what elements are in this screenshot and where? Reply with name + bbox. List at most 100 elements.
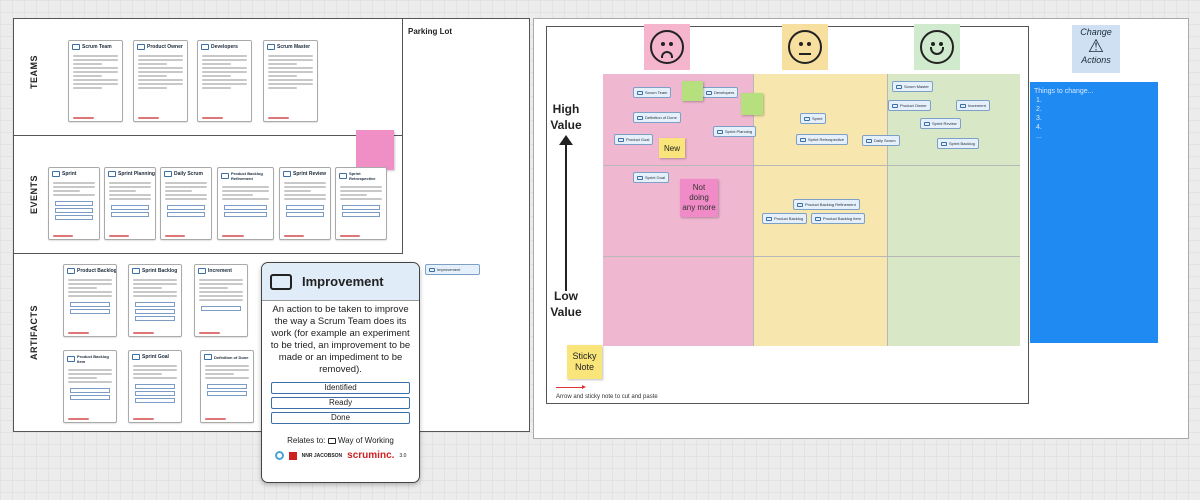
ivar-jacobson-logo: NNR JACOBSON [301,452,343,459]
parking-lot-title: Parking Lot [408,27,453,36]
tag-scrum-team[interactable]: Scrum Team [633,87,672,98]
low-value-label: Low Value [550,289,582,319]
improvement-card[interactable]: Improvement An action to be taken to imp… [261,262,420,483]
scruminc-logo: scruminc. [347,450,395,461]
tag-improvement-parking[interactable]: Improvement [425,264,480,275]
card-icon [637,115,643,120]
card-icon [201,44,209,50]
relates-to: Relates to: Way of Working [287,436,394,445]
matrix-gridline [603,165,1020,166]
tag-definition-of-done[interactable]: Definition of Done [633,112,681,123]
green-sticky-small[interactable] [741,93,763,115]
card-sprint[interactable]: Sprint [48,167,100,240]
card-version: 3.0 [399,452,407,459]
card-icon [717,129,723,134]
card-icon [204,354,212,360]
way-of-working-icon [327,437,336,444]
tag-product-owner[interactable]: Product Owner [888,100,931,111]
things-to-change-note[interactable]: Things to change... 1. 2. 3. 4. ... [1030,82,1158,343]
happy-face-icon [920,30,954,64]
arrow-up-icon [559,135,573,145]
card-scrum-team[interactable]: Scrum Team [68,40,123,122]
green-sticky-small[interactable] [682,81,703,101]
card-icon [267,44,275,50]
card-sprint-retrospective[interactable]: Sprint Retrospective [335,167,387,240]
tag-increment[interactable]: Increment [956,100,990,111]
card-product-backlog-item[interactable]: Product Backlog Item [63,350,117,423]
tag-sprint[interactable]: Sprint [800,113,827,124]
card-icon [52,171,60,177]
row-label-teams: TEAMS [29,55,39,89]
row-divider [13,135,403,136]
nj-logo-icon [288,451,297,460]
card-sprint-planning[interactable]: Sprint Planning [104,167,156,240]
high-value-label: High Value [550,102,582,132]
card-icon [132,268,140,274]
tag-sprint-review[interactable]: Sprint Review [920,118,961,129]
logo-row: NNR JACOBSON scruminc. 3.0 [262,450,419,461]
card-product-owner[interactable]: Product Owner [133,40,188,122]
state-ready[interactable]: Ready [271,397,410,409]
neutral-face-icon [788,30,822,64]
tag-daily-scrum[interactable]: Daily Scrum [862,135,900,146]
value-axis-line [565,143,567,291]
tag-sprint-retrospective[interactable]: Sprint Retrospective [796,134,849,145]
warning-icon: ⚠ [1087,36,1105,56]
matrix-gridline [887,74,888,346]
card-icon [339,173,347,179]
card-scrum-master[interactable]: Scrum Master [263,40,318,122]
card-icon [960,103,966,108]
sticky-new[interactable]: New [659,138,685,158]
card-icon [67,356,75,362]
card-icon [797,202,803,207]
card-icon [800,137,806,142]
improvement-icon [270,273,292,290]
card-product-backlog-refinement[interactable]: Product Backlog Refinement [217,167,274,240]
card-icon [804,116,810,121]
tag-product-goal[interactable]: Product Goal [614,134,654,145]
tag-sprint-planning[interactable]: Sprint Planning [713,126,757,137]
tag-sprint-goal[interactable]: Sprint Goal [633,172,670,183]
card-icon [67,268,75,274]
card-icon [283,171,291,177]
card-icon [618,137,624,142]
card-icon [198,268,206,274]
card-icon [137,44,145,50]
card-sprint-backlog[interactable]: Sprint Backlog [128,264,182,337]
zone-happy [887,74,1020,346]
tag-product-backlog[interactable]: Product Backlog [762,213,808,224]
card-sprint-review[interactable]: Sprint Review [279,167,331,240]
card-icon [766,216,772,221]
happy-face-note [914,24,960,70]
tag-product-backlog-item[interactable]: Product Backlog Item [811,213,866,224]
row-divider [13,253,403,254]
neutral-face-note [782,24,828,70]
state-identified[interactable]: Identified [271,382,410,394]
tag-developers[interactable]: Developers [702,87,739,98]
card-icon [896,84,902,89]
card-icon [164,171,172,177]
card-developers[interactable]: Developers [197,40,252,122]
sad-face-note [644,24,690,70]
card-icon [866,138,872,143]
tag-sprint-backlog[interactable]: Sprint Backlog [937,138,979,149]
card-icon [132,354,140,360]
card-icon [892,103,898,108]
pink-sticky-note[interactable] [356,130,394,170]
card-increment[interactable]: Increment [194,264,248,337]
card-icon [221,173,229,179]
state-done[interactable]: Done [271,412,410,424]
card-definition-of-done[interactable]: Definition of Done [200,350,254,423]
tag-product-backlog-refinement[interactable]: Product Backlog Refinement [793,199,860,210]
card-icon [706,90,712,95]
row-label-artifacts: ARTIFACTS [29,305,39,360]
card-sprint-goal[interactable]: Sprint Goal [128,350,182,423]
card-icon [941,141,947,146]
red-arrow-template[interactable] [556,385,586,389]
parking-lot-divider [402,18,403,254]
tag-scrum-master[interactable]: Scrum Master [892,81,933,92]
card-daily-scrum[interactable]: Daily Scrum [160,167,212,240]
card-product-backlog[interactable]: Product Backlog [63,264,117,337]
